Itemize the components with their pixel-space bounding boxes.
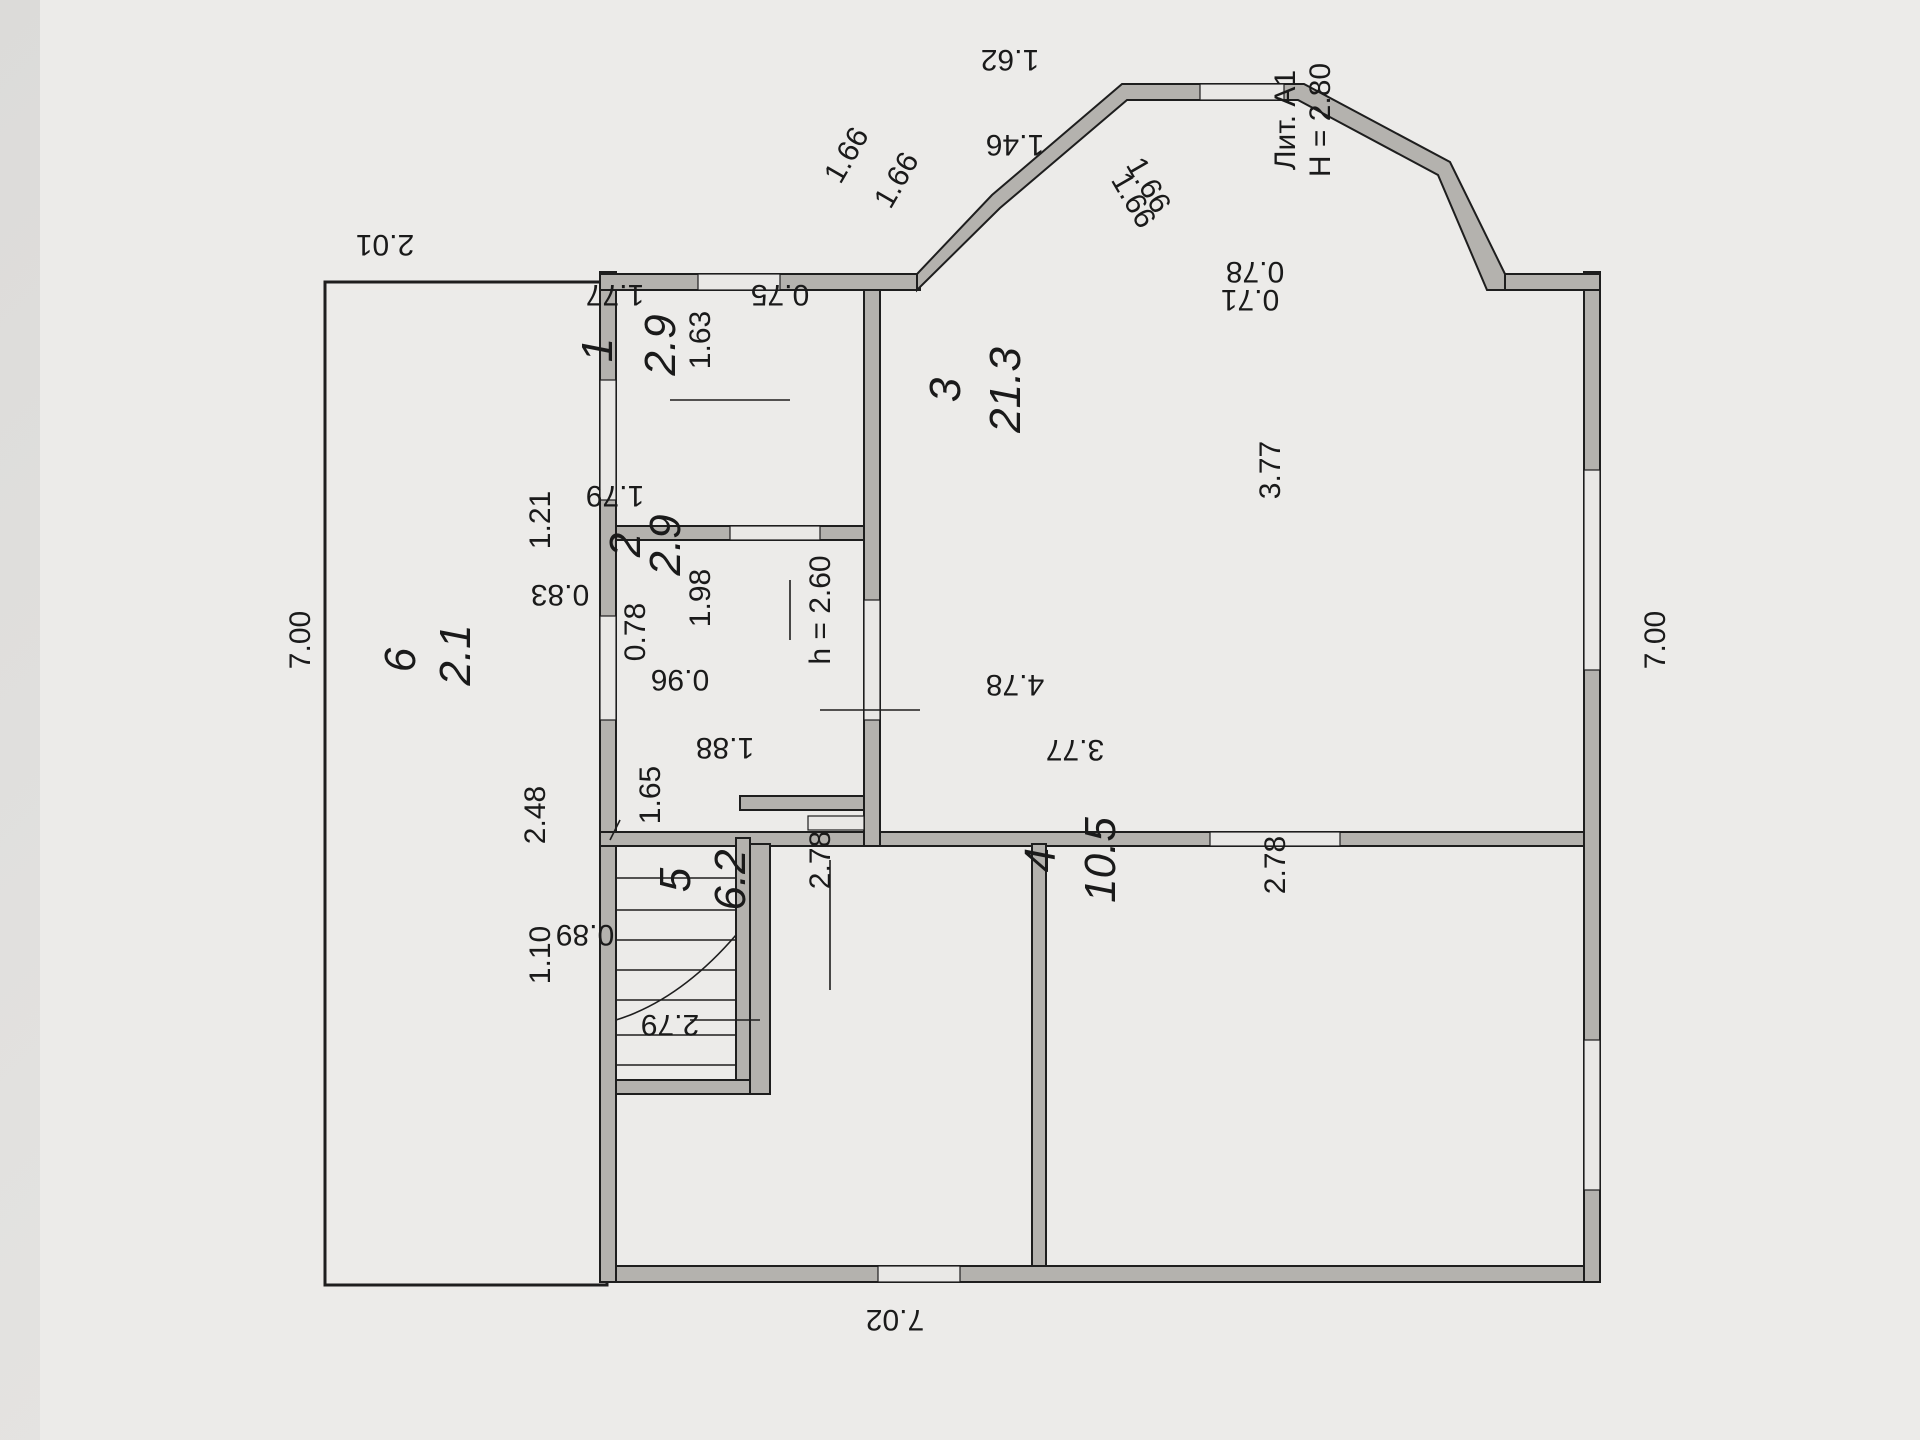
dim-bay-front: 1.62 xyxy=(981,43,1039,76)
dim-porch-depth: 2.01 xyxy=(356,228,414,261)
dim-left-height: 7.00 xyxy=(284,611,317,669)
outer-walls xyxy=(599,271,1601,1283)
room3-dim-a: 4.78 xyxy=(986,668,1044,701)
room4-dim-a: 3.77 xyxy=(1046,733,1104,766)
window-room5 xyxy=(877,1265,961,1283)
room3-number: 3 xyxy=(921,377,970,402)
window-bay-front xyxy=(1199,83,1285,101)
lit-label: Лит. А1 xyxy=(1269,70,1302,170)
room2-dim-d: 0.83 xyxy=(531,578,589,611)
staircase xyxy=(615,877,737,1066)
room1-area: 2.9 xyxy=(636,314,685,376)
room4-dim-b: 2.78 xyxy=(1259,836,1292,894)
room3-dim-b: 3.77 xyxy=(1254,441,1287,499)
room5-number: 5 xyxy=(651,867,700,892)
room5-area: 6.2 xyxy=(706,849,755,910)
room3-dim-e: 1.46 xyxy=(986,128,1044,161)
room2-area: 2.9 xyxy=(641,514,690,576)
room2-dim-f: 0.96 xyxy=(651,663,709,696)
room2-dim-a: 1.79 xyxy=(586,479,644,512)
window-room4 xyxy=(1583,1039,1601,1191)
room5-dim-a: 1.88 xyxy=(696,731,754,764)
room1-number: 1 xyxy=(573,338,622,362)
room3-dim-d: 0.71 xyxy=(1221,283,1279,316)
room5-dim-e: 2.48 xyxy=(519,786,552,844)
lit-height: H = 2.80 xyxy=(1304,63,1337,177)
room5-dim-d: 1.65 xyxy=(634,766,667,824)
room3-area: 21.3 xyxy=(981,347,1030,434)
dim-bay-offset: 0.78 xyxy=(1226,255,1284,288)
room5-dim-f: 1.10 xyxy=(524,926,557,984)
room1-dim-b: 1.63 xyxy=(684,311,717,369)
room4-number: 4 xyxy=(1016,848,1065,872)
room1-dim-a: 1.77 xyxy=(586,278,644,311)
window-room1 xyxy=(697,273,781,291)
windows xyxy=(599,83,1601,1283)
room2-dim-b: 1.98 xyxy=(684,569,717,627)
doorways xyxy=(599,379,1341,847)
room5-dim-c: 2.79 xyxy=(641,1008,699,1041)
paper-sheet xyxy=(40,0,1920,1440)
room2-dim-e: 0.78 xyxy=(619,603,652,661)
window-room3 xyxy=(1583,469,1601,671)
ceiling-height: h = 2.60 xyxy=(804,555,837,664)
plan-labels: 7.02 7.00 7.00 2.01 1.62 1.66 1.66 0.78 … xyxy=(284,43,1672,1336)
dim-top-width: 7.02 xyxy=(866,1303,924,1336)
room4-area: 10.5 xyxy=(1076,817,1125,903)
dim-right-height: 7.00 xyxy=(1639,611,1672,669)
room6-number: 6 xyxy=(376,647,425,672)
room2-number: 2 xyxy=(601,533,650,558)
room5-dim-b: 2.78 xyxy=(804,831,837,889)
section-markers xyxy=(609,399,920,1021)
room3-dim-c: 0.75 xyxy=(751,278,809,311)
room6-area: 2.1 xyxy=(431,624,480,686)
room2-dim-c: 1.21 xyxy=(524,491,557,549)
bay-window-wall xyxy=(916,83,1506,293)
window-room2 xyxy=(599,615,617,721)
plan-drawing xyxy=(323,83,1601,1287)
room5-dim-g: 0.89 xyxy=(556,918,614,951)
